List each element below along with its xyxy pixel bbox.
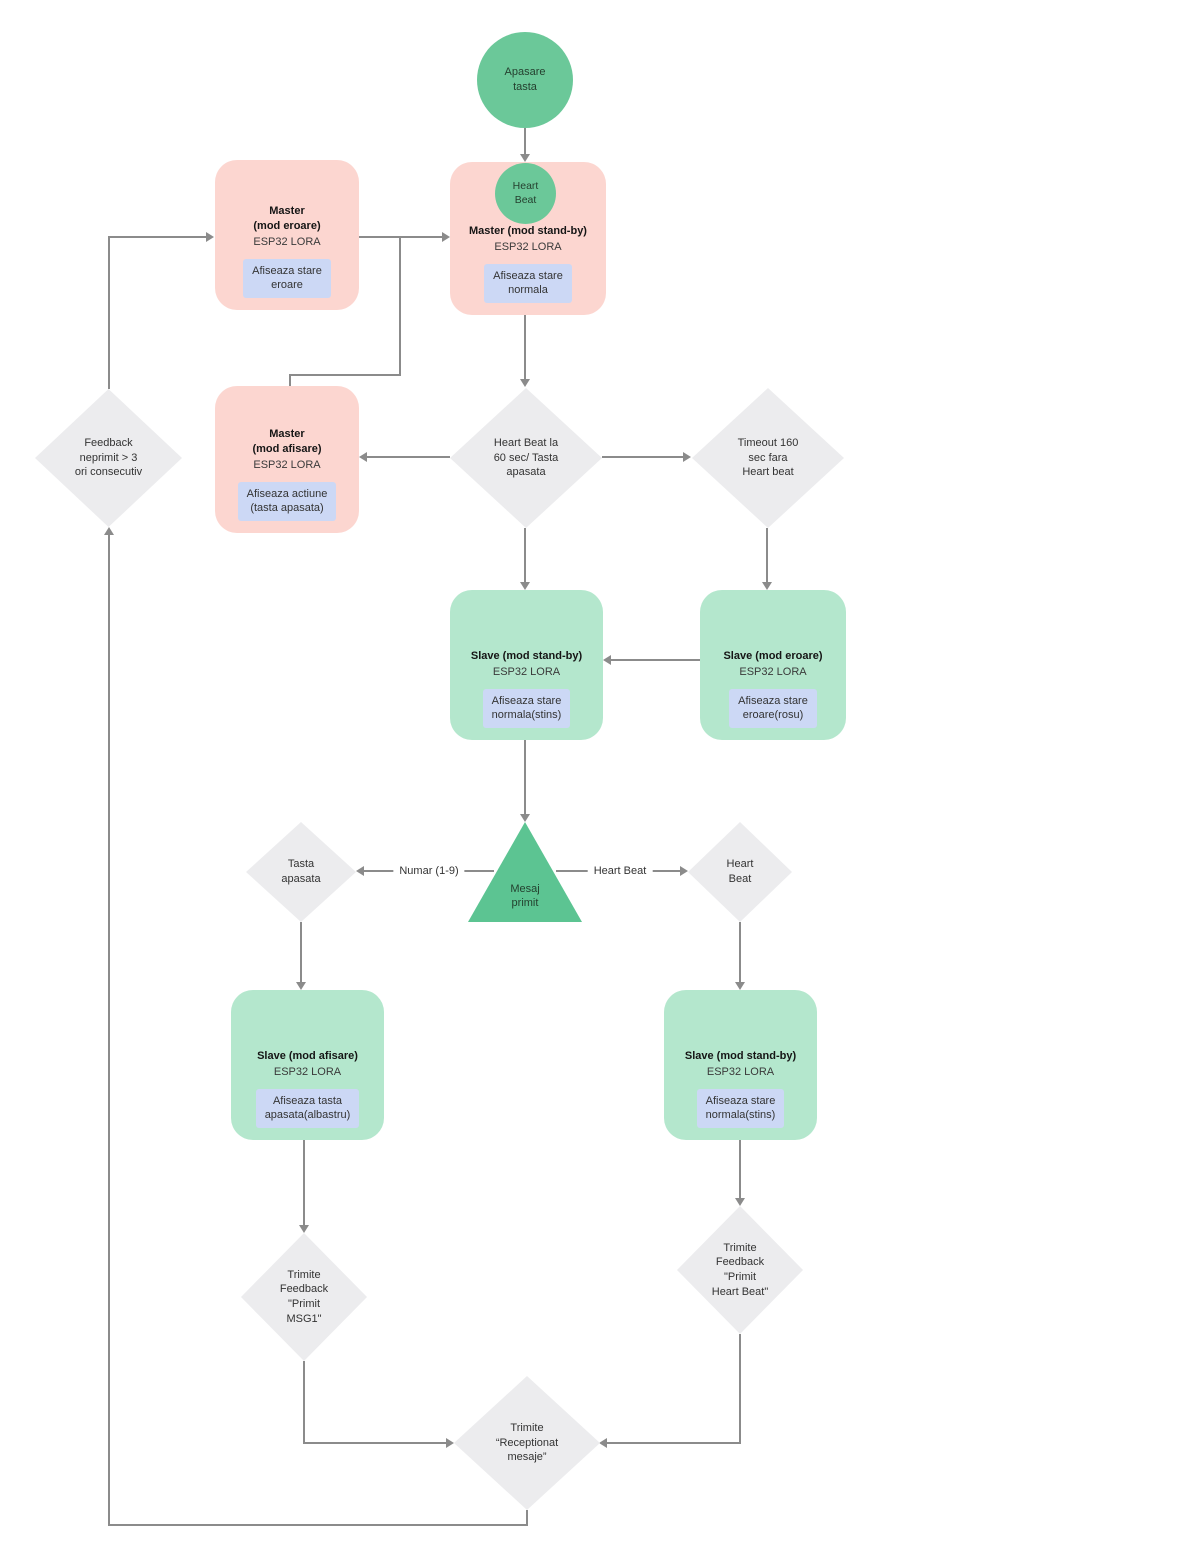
edge-decision-to-timeout-line [602, 456, 684, 458]
edge-afisare-to-standby-line-v [399, 237, 401, 374]
edge-mesaj-to-heartbeat-arrowhead [680, 866, 688, 876]
decision-trimite-feedback-msg1: Trimite Feedback "Primit MSG1" [241, 1233, 367, 1361]
decision-trimite-feedback-heart-beat: Trimite Feedback "Primit Heart Beat" [677, 1206, 803, 1334]
edge-feedback-to-eroare-arrowhead [206, 232, 214, 242]
node-title: Slave (mod eroare) [723, 649, 823, 662]
edge-feedback-to-eroare-line-v [108, 237, 110, 389]
node-detail: Afiseaza actiune (tasta apasata) [237, 481, 337, 521]
node-subtitle: ESP32 LORA [492, 666, 561, 679]
decision-trimite-receptionat-mesaje: Trimite “Receptionat mesaje” [454, 1376, 600, 1510]
node-master-mod-eroare: Master (mod eroare) ESP32 LORA Afiseaza … [215, 160, 359, 310]
node-title: Master (mod afisare) [252, 428, 322, 455]
edge-standby-to-decision-arrowhead [520, 379, 530, 387]
node-title: Master (mod stand-by) [469, 224, 587, 237]
node-label: Tasta apasata [281, 858, 321, 885]
node-mesaj-primit-triangle: Mesaj primit [468, 822, 582, 922]
edge-tasta-to-slave-afisare-arrowhead [296, 982, 306, 990]
node-title: Slave (mod afisare) [257, 1049, 358, 1062]
edge-afisare-to-standby-line-h [289, 374, 401, 376]
node-detail: Afiseaza stare normala(stins) [696, 1088, 785, 1128]
badge-heart-beat: Heart Beat [495, 163, 556, 224]
node-title: Master (mod eroare) [253, 205, 321, 232]
node-subtitle: ESP32 LORA [253, 236, 321, 249]
node-master-mod-stand-by: Master (mod stand-by) ESP32 LORA Afiseaz… [450, 162, 606, 315]
edge-tasta-to-slave-afisare-line [300, 922, 302, 983]
node-label: Feedback neprimit > 3 ori consecutiv [74, 437, 143, 479]
edge-decision-to-afisare-line [367, 456, 450, 458]
node-detail: Afiseaza stare eroare(rosu) [729, 688, 817, 728]
edge-label-numar: Numar (1-9) [393, 864, 465, 878]
edge-hbfb-to-receptionat-line-h [607, 1442, 741, 1444]
edge-afisare-to-standby-line-stub [289, 374, 291, 386]
edge-slave-eroare-to-slave-standby-arrowhead [603, 655, 611, 665]
edge-receptionat-to-feedback-line-v [108, 535, 110, 1525]
node-detail: Afiseaza stare normala [484, 263, 572, 303]
node-slave-mod-stand-by-2: Slave (mod stand-by) ESP32 LORA Afiseaza… [664, 990, 817, 1140]
start-node-apasare-tasta: Apasare tasta [477, 32, 573, 128]
node-title: Slave (mod stand-by) [684, 1049, 797, 1062]
node-label: Mesaj primit [510, 882, 540, 910]
decision-tasta-apasata: Tasta apasata [246, 822, 356, 922]
node-master-mod-afisare: Master (mod afisare) ESP32 LORA Afiseaza… [215, 386, 359, 533]
edge-decision-to-timeout-arrowhead [683, 452, 691, 462]
node-label: Heart Beat la 60 sec/ Tasta apasata [493, 437, 559, 479]
edge-decision-to-slave-standby-arrowhead [520, 582, 530, 590]
edge-eroare-to-standby-arrowhead [442, 232, 450, 242]
node-title: Slave (mod stand-by) [470, 649, 583, 662]
edge-mesaj-to-tasta-arrowhead [356, 866, 364, 876]
node-subtitle: ESP32 LORA [739, 666, 807, 679]
node-subtitle: ESP32 LORA [494, 241, 562, 254]
decision-timeout-160: Timeout 160 sec fara Heart beat [692, 388, 844, 528]
edge-msg1-to-receptionat-line-v [303, 1361, 305, 1443]
edge-msg1-to-receptionat-arrowhead [446, 1438, 454, 1448]
edge-label-heart-beat: Heart Beat [587, 864, 653, 878]
edge-timeout-to-slave-eroare-arrowhead [762, 582, 772, 590]
edge-heartbeat-to-slave-standby2-arrowhead [735, 982, 745, 990]
edge-slave-eroare-to-slave-standby-line [611, 659, 700, 661]
edge-slave-standby-to-mesaj-line [524, 740, 526, 815]
edge-slave-standby2-to-hbfb-line [739, 1140, 741, 1199]
node-detail: Afiseaza stare eroare [243, 258, 331, 298]
node-label: Timeout 160 sec fara Heart beat [737, 437, 799, 479]
edge-slave-standby-to-mesaj-arrowhead [520, 814, 530, 822]
edge-decision-to-slave-standby-line [524, 528, 526, 583]
node-label: Apasare tasta [504, 66, 546, 93]
decision-heart-beat-60-sec: Heart Beat la 60 sec/ Tasta apasata [450, 388, 602, 528]
edge-start-to-standby-arrowhead [520, 154, 530, 162]
decision-feedback-neprimit: Feedback neprimit > 3 ori consecutiv [35, 389, 182, 527]
edge-start-to-standby-line [524, 128, 526, 154]
edge-slave-afisare-to-msg1-line [303, 1140, 305, 1226]
node-slave-mod-stand-by: Slave (mod stand-by) ESP32 LORA Afiseaza… [450, 590, 603, 740]
edge-slave-afisare-to-msg1-arrowhead [299, 1225, 309, 1233]
edge-slave-standby2-to-hbfb-arrowhead [735, 1198, 745, 1206]
node-subtitle: ESP32 LORA [706, 1066, 775, 1079]
node-detail: Afiseaza tasta apasata(albastru) [255, 1088, 360, 1128]
edge-timeout-to-slave-eroare-line [766, 528, 768, 583]
node-subtitle: ESP32 LORA [273, 1066, 342, 1079]
node-label: Heart Beat [726, 858, 754, 885]
edge-receptionat-to-feedback-line-stub [526, 1510, 528, 1525]
edge-heartbeat-to-slave-standby2-line [739, 922, 741, 983]
node-label: Trimite “Receptionat mesaje” [495, 1422, 559, 1464]
node-detail: Afiseaza stare normala(stins) [482, 688, 571, 728]
edge-standby-to-decision-line [524, 315, 526, 379]
edge-hbfb-to-receptionat-arrowhead [599, 1438, 607, 1448]
node-label: Trimite Feedback "Primit Heart Beat" [711, 1241, 769, 1298]
decision-heart-beat: Heart Beat [688, 822, 792, 922]
node-label: Heart Beat [512, 179, 539, 206]
edge-msg1-to-receptionat-line-h [303, 1442, 447, 1444]
edge-receptionat-to-feedback-line-h [108, 1524, 528, 1526]
node-slave-mod-afisare: Slave (mod afisare) ESP32 LORA Afiseaza … [231, 990, 384, 1140]
edge-decision-to-afisare-arrowhead [359, 452, 367, 462]
node-subtitle: ESP32 LORA [253, 459, 321, 472]
edge-feedback-to-eroare-line-h [108, 236, 207, 238]
node-slave-mod-eroare: Slave (mod eroare) ESP32 LORA Afiseaza s… [700, 590, 846, 740]
node-label: Trimite Feedback "Primit MSG1" [279, 1268, 329, 1325]
edge-hbfb-to-receptionat-line-v [739, 1334, 741, 1443]
edge-receptionat-to-feedback-arrowhead [104, 527, 114, 535]
edge-eroare-to-standby-line [359, 236, 443, 238]
